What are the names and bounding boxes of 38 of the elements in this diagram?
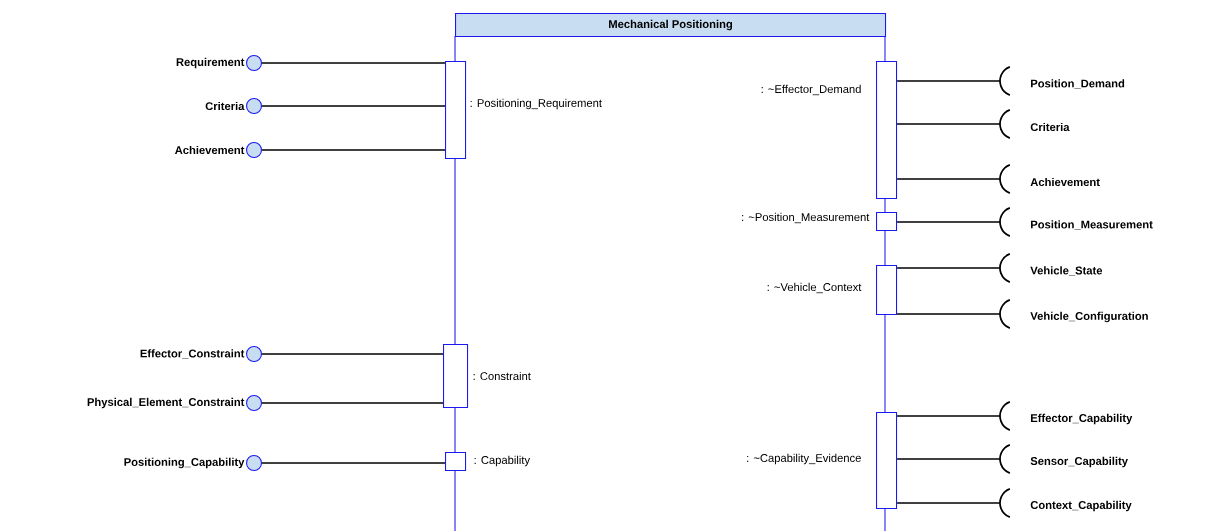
component-header: Mechanical Positioning (455, 13, 887, 38)
interface-label: Physical_Element_Constraint (87, 397, 245, 409)
port-label: : ~Capability_Evidence (747, 453, 861, 465)
interface-label: Context_Capability (1030, 500, 1132, 512)
socket-connector (896, 178, 1001, 180)
interface-label: Effector_Capability (1031, 413, 1133, 425)
port-label: : ~Position_Measurement (742, 212, 870, 224)
lollipop-connector (246, 346, 444, 362)
socket-connector (896, 123, 1001, 125)
socket-connector (896, 313, 1001, 315)
interface-label: Vehicle_Configuration (1030, 311, 1148, 323)
port-label: : Constraint (473, 371, 531, 381)
lollipop-connector (246, 455, 446, 471)
socket-connector (896, 221, 1001, 223)
socket-connector (896, 415, 1001, 417)
lollipop-connector (246, 395, 444, 411)
interface-label: Achievement (1030, 177, 1100, 187)
socket-connector (896, 267, 1001, 269)
port-label: : ~Effector_Demand (761, 84, 861, 96)
interface-label: Achievement (174, 145, 245, 155)
socket-connector (896, 502, 1001, 504)
lollipop-connector (246, 98, 446, 114)
interface-label: Criteria (1030, 122, 1070, 132)
port-label: : ~Vehicle_Context (767, 282, 862, 294)
lollipop-connector (246, 142, 446, 158)
socket-connector (896, 80, 1001, 82)
port-label: : Positioning_Requirement (470, 98, 602, 110)
interface-label: Vehicle_State (1030, 266, 1103, 276)
interface-label: Position_Measurement (1031, 220, 1153, 230)
interface-label: Criteria (205, 101, 245, 111)
interface-label: Positioning_Capability (124, 457, 245, 469)
lollipop-connector (246, 55, 446, 71)
socket-connector (896, 458, 1001, 460)
interface-label: Effector_Constraint (140, 349, 245, 359)
interface-label: Sensor_Capability (1030, 456, 1128, 468)
interface-label: Position_Demand (1031, 79, 1125, 89)
port-label: : Capability (474, 455, 530, 467)
interface-label: Requirement (176, 57, 245, 69)
